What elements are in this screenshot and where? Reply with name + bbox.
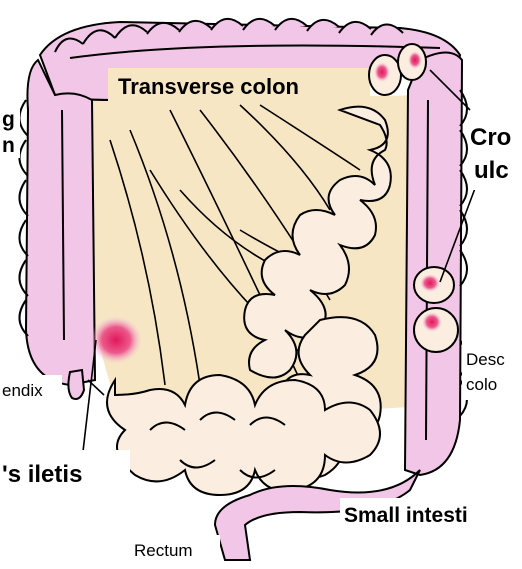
crohns-ulcers-label-line1: Cro — [470, 124, 511, 151]
descending-colon — [405, 53, 462, 476]
rectum-label: Rectum — [134, 541, 193, 560]
left-edge-label-line2: n — [2, 134, 15, 157]
small-intestine-label: Small intesti — [344, 504, 468, 527]
left-edge-label-line1: g — [2, 108, 15, 131]
descending-colon-label-line2: colo — [466, 375, 497, 394]
appendix — [68, 370, 84, 399]
ascending-colon — [26, 60, 95, 385]
appendix-label: endix — [2, 381, 43, 400]
descending-colon-label-line1: Desc — [466, 350, 505, 369]
ileitis-label: 's iletis — [2, 461, 82, 488]
transverse-colon-label: Transverse colon — [118, 74, 299, 99]
crohns-ulcers-label-line2: ulc — [474, 157, 509, 184]
ileitis-inflammation — [90, 316, 142, 364]
